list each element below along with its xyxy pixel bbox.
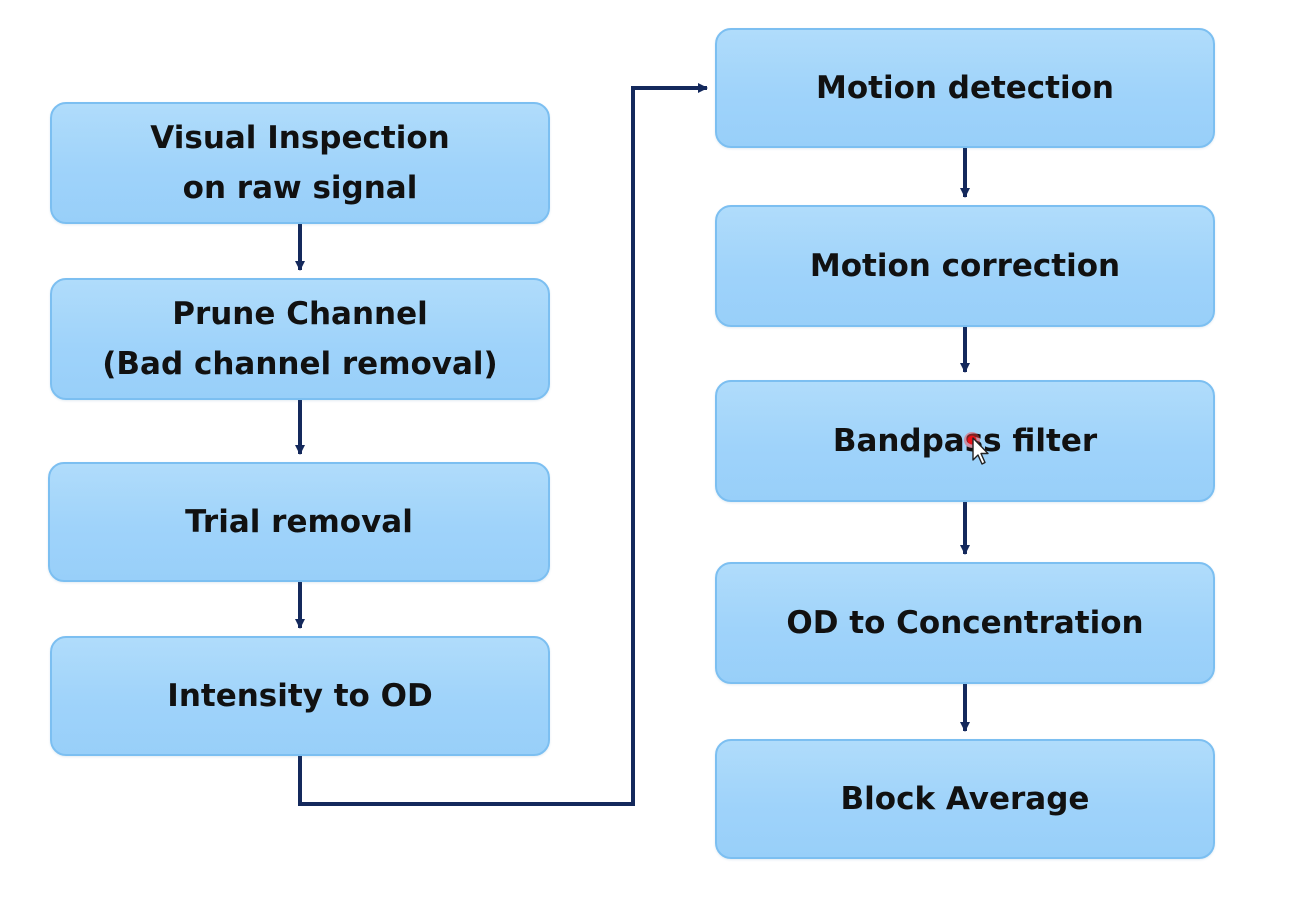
- node-block-average: Block Average: [715, 739, 1215, 859]
- node-motion-correction: Motion correction: [715, 205, 1215, 327]
- node-motion-detection: Motion detection: [715, 28, 1215, 148]
- node-label-line: (Bad channel removal): [102, 346, 498, 382]
- node-visual-inspection: Visual Inspection on raw signal: [50, 102, 550, 224]
- node-label-line: Trial removal: [185, 504, 413, 540]
- node-label-line: Motion correction: [809, 248, 1121, 284]
- node-trial-removal: Trial removal: [48, 462, 550, 582]
- node-prune-channel: Prune Channel (Bad channel removal): [50, 278, 550, 400]
- node-intensity-to-od: Intensity to OD: [50, 636, 550, 756]
- node-label-line: Visual Inspection: [150, 120, 450, 156]
- node-od-to-concentration: OD to Concentration: [715, 562, 1215, 684]
- node-label-line: Intensity to OD: [167, 678, 433, 714]
- node-label-line: Prune Channel: [172, 296, 428, 332]
- node-label-line: Motion detection: [816, 70, 1114, 106]
- node-label-line: Block Average: [840, 781, 1090, 817]
- node-label-line: Bandpass filter: [832, 423, 1098, 459]
- node-label-line: OD to Concentration: [786, 605, 1144, 641]
- node-label-line: on raw signal: [182, 170, 418, 206]
- node-bandpass-filter: Bandpass filter: [715, 380, 1215, 502]
